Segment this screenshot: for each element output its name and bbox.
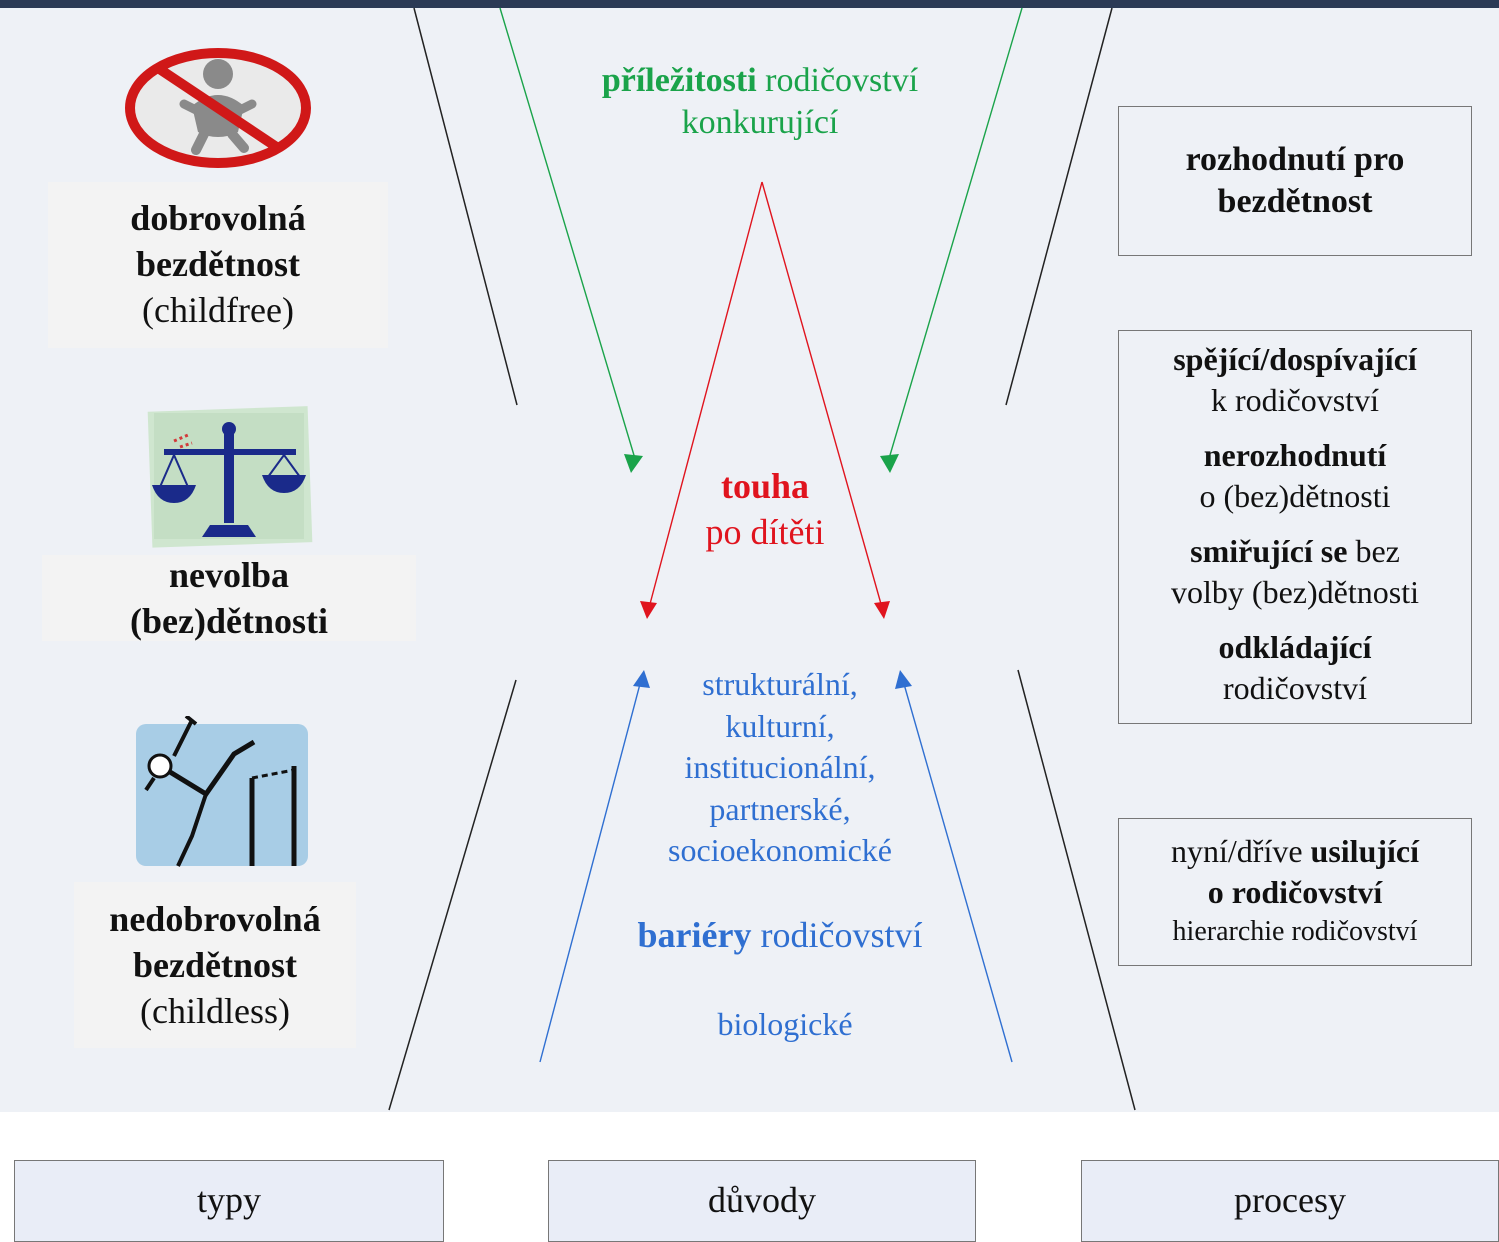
process-decision-line2: bezdětnost xyxy=(1217,183,1373,220)
type-voluntary-label: dobrovolná bezdětnost (childfree) xyxy=(48,195,388,333)
label-types: typy xyxy=(14,1160,444,1242)
funnel-line-lower-left xyxy=(388,679,517,1111)
barrier-kind: strukturální, xyxy=(702,666,858,702)
type-nonchoice-box xyxy=(42,555,416,641)
process-decision-box: rozhodnutí pro bezdětnost xyxy=(1118,106,1472,256)
barriers-text: bariéry rodičovství xyxy=(560,912,1000,958)
desire-arrow-left xyxy=(649,181,763,605)
process-striving-prefix: nyní/dříve xyxy=(1171,833,1311,869)
type-nonchoice-line2: (bez)dětnosti xyxy=(130,601,328,641)
opportunity-arrow-left xyxy=(499,7,637,463)
process-postponing-rest: rodičovství xyxy=(1223,670,1367,706)
opportunity-arrowhead-right xyxy=(880,454,899,473)
process-maturing-bold: spějící/dospívající xyxy=(1173,341,1417,377)
process-striving-sub: hierarchie rodičovství xyxy=(1172,916,1418,947)
desire-text: touha po dítěti xyxy=(640,463,890,555)
process-middle-box: spějící/dospívající k rodičovství nerozh… xyxy=(1118,330,1472,724)
process-striving-box: nyní/dříve usilující o rodičovství hiera… xyxy=(1118,818,1472,966)
barriers-rest: rodičovství xyxy=(751,915,923,955)
label-reasons-text: důvody xyxy=(708,1180,816,1220)
type-involuntary-box xyxy=(74,882,356,1048)
header-bar xyxy=(0,0,1499,8)
process-reconciling-bold: smiřující se xyxy=(1190,533,1348,569)
process-postponing-bold: odkládající xyxy=(1218,629,1372,665)
barriers-bold: bariéry xyxy=(637,915,752,955)
barrier-arrowhead-right xyxy=(895,670,912,689)
type-involuntary-label: nedobrovolná bezdětnost (childless) xyxy=(60,896,370,1034)
label-processes: procesy xyxy=(1081,1160,1499,1242)
label-processes-text: procesy xyxy=(1234,1180,1346,1220)
desire-line2: po dítěti xyxy=(705,512,825,552)
process-striving-bold1: usilující xyxy=(1310,833,1419,869)
opportunities-text: příležitosti rodičovství konkurující xyxy=(520,60,1000,144)
barrier-arrowhead-left xyxy=(633,670,650,688)
type-nonchoice-label: nevolba (bez)dětnosti xyxy=(42,552,416,644)
type-involuntary-line3: (childless) xyxy=(140,991,290,1031)
opportunity-arrowhead-left xyxy=(624,454,643,473)
opportunities-line2: konkurující xyxy=(681,104,839,141)
barrier-kinds-list: strukturální, kulturní, institucionální,… xyxy=(590,664,970,872)
process-undecided-bold: nerozhodnutí xyxy=(1203,437,1387,473)
process-reconciling-inline: bez xyxy=(1347,533,1400,569)
funnel-line-upper-left xyxy=(413,7,518,406)
desire-arrow-right xyxy=(761,181,882,605)
opportunities-rest: rodičovství xyxy=(756,62,919,99)
process-striving-bold2: o rodičovství xyxy=(1207,874,1383,910)
label-reasons: důvody xyxy=(548,1160,976,1242)
label-types-text: typy xyxy=(196,1180,261,1220)
type-voluntary-line2: bezdětnost xyxy=(136,244,300,284)
barrier-kind: institucionální, xyxy=(684,749,876,785)
desire-line1: touha xyxy=(720,466,810,506)
process-undecided-rest: o (bez)dětnosti xyxy=(1199,478,1391,514)
balance-scale-icon xyxy=(140,405,316,549)
no-baby-icon xyxy=(120,46,316,170)
barrier-kind: kulturní, xyxy=(725,707,835,744)
desire-arrowhead-right xyxy=(874,601,890,619)
type-nonchoice-line1: nevolba xyxy=(168,555,290,595)
process-reconciling-rest: volby (bez)dětnosti xyxy=(1171,574,1419,610)
desire-arrowhead-left xyxy=(640,601,657,619)
process-maturing-rest: k rodičovství xyxy=(1211,382,1379,418)
type-involuntary-line1: nedobrovolná xyxy=(109,899,321,939)
funnel-line-upper-right xyxy=(1005,7,1113,406)
type-voluntary-box xyxy=(48,182,388,348)
barrier-kind: socioekonomické xyxy=(668,832,892,868)
funnel-line-lower-right xyxy=(1017,669,1136,1111)
type-voluntary-line1: dobrovolná xyxy=(130,198,306,238)
type-involuntary-line2: bezdětnost xyxy=(133,945,297,985)
biological-text: biologické xyxy=(717,1006,853,1042)
type-voluntary-line3: (childfree) xyxy=(142,290,294,330)
opportunities-bold: příležitosti xyxy=(601,62,757,99)
barrier-kind: partnerské, xyxy=(709,790,851,827)
process-decision-line1: rozhodnutí pro xyxy=(1185,141,1405,178)
barrier-arrow-left xyxy=(539,683,641,1063)
opportunity-arrow-right xyxy=(887,7,1023,463)
barrier-arrow-right xyxy=(903,683,1013,1063)
high-jump-icon xyxy=(134,714,310,868)
